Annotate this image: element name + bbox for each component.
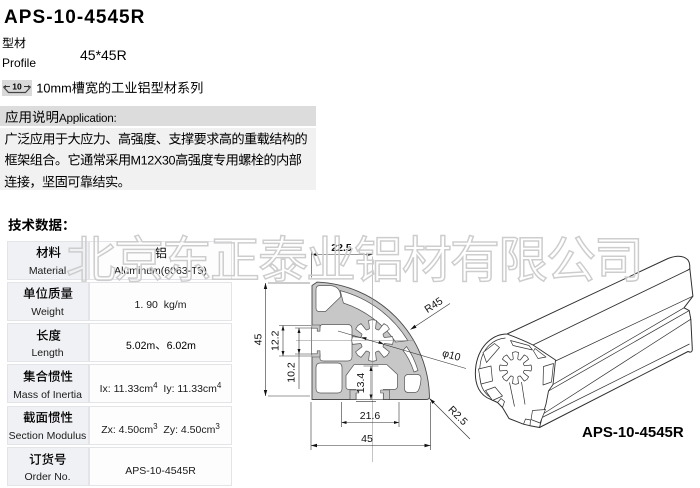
svg-text:12.2: 12.2 [270,330,282,351]
svg-text:R45: R45 [423,295,446,316]
svg-text:φ10: φ10 [441,347,462,364]
svg-text:45: 45 [253,334,265,346]
svg-text:13.4: 13.4 [355,373,367,394]
svg-text:10.2: 10.2 [286,362,298,383]
svg-text:45: 45 [361,433,373,445]
svg-text:21.6: 21.6 [360,410,381,422]
svg-text:R2.5: R2.5 [446,404,470,428]
svg-text:10: 10 [12,82,22,92]
